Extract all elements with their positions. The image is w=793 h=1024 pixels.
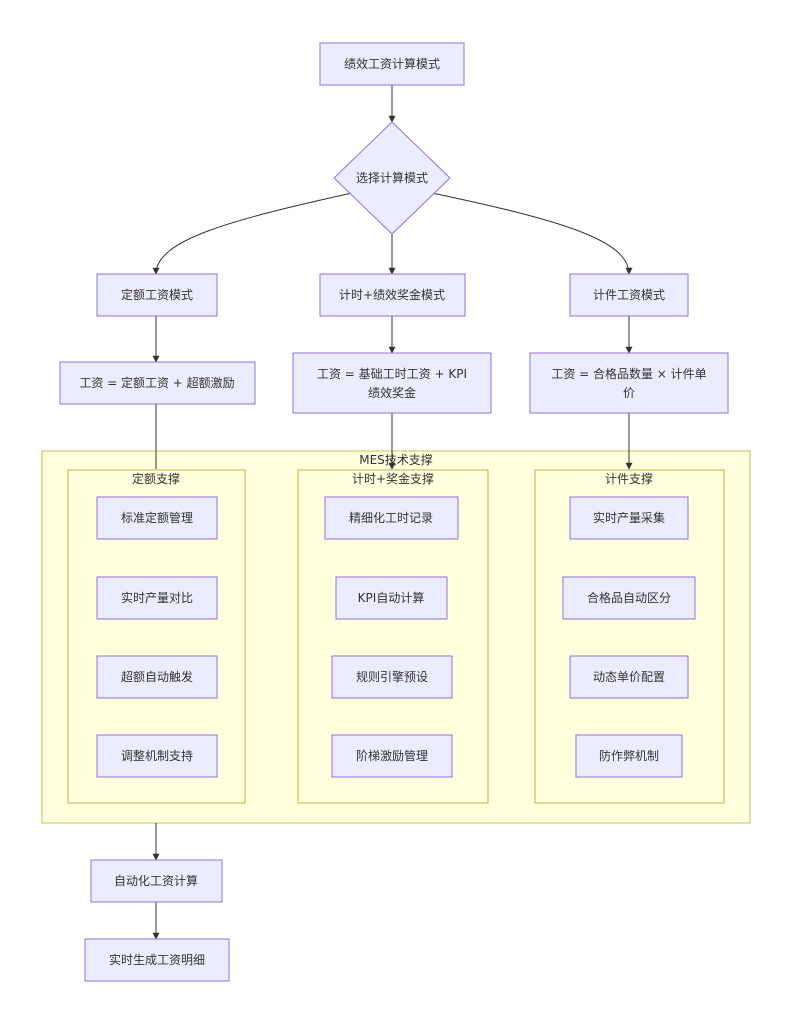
hour-kpi-item-4: 阶梯激励管理: [331, 734, 453, 778]
quota-item-4-label: 调整机制支持: [121, 748, 193, 763]
node-decision: 选择计算模式: [333, 121, 451, 235]
quota-item-3: 超额自动触发: [96, 655, 218, 699]
hour-kpi-item-2: KPI自动计算: [335, 576, 448, 620]
node-mode-piece: 计件工资模式: [569, 273, 689, 317]
piece-item-1: 实时产量采集: [569, 496, 689, 540]
node-formula-piece-line2: 价: [623, 386, 635, 400]
piece-item-3-label: 动态单价配置: [593, 670, 665, 684]
hour-kpi-item-3: 规则引擎预设: [331, 655, 453, 699]
hour-kpi-item-1: 精细化工时记录: [324, 496, 459, 540]
node-mode-piece-label: 计件工资模式: [593, 288, 665, 302]
piece-item-1-label: 实时产量采集: [593, 510, 665, 525]
hour-kpi-item-2-label: KPI自动计算: [358, 590, 425, 605]
node-mode-quota-label: 定额工资模式: [121, 287, 193, 302]
node-realtime-detail: 实时生成工资明细: [84, 938, 230, 982]
quota-item-4: 调整机制支持: [96, 734, 218, 778]
node-auto-calc: 自动化工资计算: [90, 859, 223, 903]
hour-kpi-item-3-label: 规则引擎预设: [356, 669, 428, 684]
cluster-mes-title: MES技术支撑: [359, 452, 433, 467]
node-formula-quota-label: 工资 = 定额工资 + 超额激励: [79, 375, 234, 390]
node-formula-piece: 工资 = 合格品数量 × 计件单 价: [529, 352, 729, 414]
edge-decision-to-piece: [431, 192, 633, 275]
quota-item-1: 标准定额管理: [96, 496, 218, 540]
node-mode-hour-kpi-label: 计时+绩效奖金模式: [339, 287, 445, 302]
node-root: 绩效工资计算模式: [319, 42, 465, 86]
node-mode-quota: 定额工资模式: [96, 273, 218, 317]
hour-kpi-item-1-label: 精细化工时记录: [349, 511, 433, 525]
quota-item-1-label: 标准定额管理: [121, 510, 193, 525]
node-realtime-detail-label: 实时生成工资明细: [109, 952, 205, 967]
cluster-piece-title: 计件支撑: [605, 471, 653, 486]
edge-decision-to-quota: [152, 192, 353, 275]
cluster-hour-kpi-title: 计时+奖金支撑: [352, 471, 434, 486]
node-auto-calc-label: 自动化工资计算: [114, 873, 198, 888]
piece-item-2-label: 合格品自动区分: [587, 590, 671, 605]
piece-item-2: 合格品自动区分: [562, 576, 696, 620]
node-formula-quota: 工资 = 定额工资 + 超额激励: [59, 361, 256, 405]
piece-item-4: 防作弊机制: [575, 734, 683, 778]
node-root-label: 绩效工资计算模式: [344, 56, 440, 71]
piece-item-4-label: 防作弊机制: [599, 748, 659, 763]
cluster-quota-title: 定额支撑: [132, 471, 180, 486]
quota-item-2: 实时产量对比: [96, 576, 218, 620]
edges: [152, 85, 633, 940]
quota-item-2-label: 实时产量对比: [121, 590, 193, 605]
node-formula-hour-kpi-line1: 工资 = 基础工时工资 + KPI: [317, 367, 467, 381]
node-formula-hour-kpi-line2: 绩效奖金: [368, 385, 416, 400]
hour-kpi-item-4-label: 阶梯激励管理: [356, 748, 428, 763]
node-mode-hour-kpi: 计时+绩效奖金模式: [319, 273, 466, 317]
piece-item-3: 动态单价配置: [569, 655, 689, 699]
node-decision-label: 选择计算模式: [356, 170, 428, 185]
quota-item-3-label: 超额自动触发: [121, 669, 193, 684]
node-formula-piece-line1: 工资 = 合格品数量 × 计件单: [551, 366, 706, 381]
node-formula-hour-kpi: 工资 = 基础工时工资 + KPI 绩效奖金: [292, 352, 492, 414]
